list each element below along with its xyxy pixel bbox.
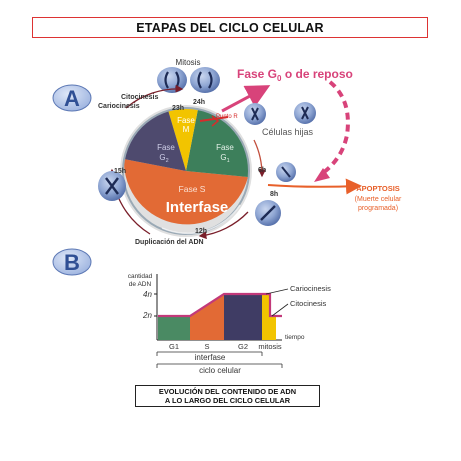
badge-a-letter: A bbox=[64, 86, 80, 111]
badge-b: B bbox=[52, 248, 92, 276]
phase-g1-label-2: G1 bbox=[220, 153, 229, 164]
caption-line-1: EVOLUCIÓN DEL CONTENIDO DE ADN bbox=[158, 387, 297, 396]
y-axis-label-2: de ADN bbox=[129, 281, 152, 288]
s-phase-cell bbox=[255, 200, 281, 226]
tick-4n: 4n bbox=[143, 290, 152, 299]
cariocinesis-label-b: Cariocinesis bbox=[290, 284, 331, 293]
tick-2n: 2n bbox=[142, 311, 152, 320]
apoptosis-arrow bbox=[267, 178, 362, 195]
phase-g2-sector bbox=[124, 110, 186, 171]
celulas-hijas-label: Células hijas bbox=[262, 127, 314, 137]
segment-mitosis bbox=[262, 294, 270, 340]
h23-label: 23h bbox=[172, 105, 184, 112]
caption-line-2: A LO LARGO DEL CICLO CELULAR bbox=[164, 396, 291, 405]
x-label-mitosis: mitosis bbox=[258, 342, 282, 351]
badge-a: A bbox=[52, 84, 92, 112]
phase-g2-label-2: G2 bbox=[159, 153, 168, 164]
h12-label: 12h bbox=[195, 228, 207, 235]
title-box: ETAPAS DEL CICLO CELULAR bbox=[32, 17, 428, 38]
apoptosis-label-1: APOPTOSIS bbox=[356, 184, 400, 193]
phase-s-sector bbox=[123, 159, 248, 225]
cell-cycle-wheel bbox=[120, 105, 252, 237]
cariocinesis-label-a: Cariocinesis bbox=[98, 103, 140, 110]
g2-cell bbox=[98, 171, 126, 201]
x-label-g1: G1 bbox=[169, 342, 179, 351]
interfase-label: Interfase bbox=[166, 199, 229, 216]
to-g0-arrow bbox=[221, 85, 271, 113]
segment-s bbox=[190, 294, 224, 340]
h8-label: 8h bbox=[270, 191, 278, 198]
y-axis-label-1: cantidad bbox=[128, 273, 153, 280]
punto-r-label: Punto R bbox=[216, 114, 238, 120]
g0-return-arrow bbox=[318, 80, 350, 177]
phase-m-sector bbox=[168, 107, 198, 171]
interfase-label-b: interfase bbox=[195, 353, 226, 362]
segment-g1 bbox=[158, 316, 190, 340]
ciclo-label: ciclo celular bbox=[199, 366, 241, 375]
phase-s-label: Fase S bbox=[179, 184, 206, 194]
phase-m-label-2: M bbox=[183, 125, 190, 134]
badge-b-letter: B bbox=[64, 250, 80, 275]
h15-label: 15h bbox=[114, 168, 126, 175]
page-title: ETAPAS DEL CICLO CELULAR bbox=[136, 20, 324, 35]
segment-g2 bbox=[224, 294, 262, 340]
phase-g2-label-1: Fase bbox=[157, 143, 175, 152]
g1-cell bbox=[276, 162, 296, 182]
citocinesis-label-b: Citocinesis bbox=[290, 299, 327, 308]
daughter-cells bbox=[244, 102, 316, 125]
fase-g0-label: Fase G0 o de reposo bbox=[237, 67, 353, 83]
caption-box: EVOLUCIÓN DEL CONTENIDO DE ADN A LO LARG… bbox=[135, 385, 320, 407]
h24-label: 24h bbox=[193, 99, 205, 106]
x-label-g2: G2 bbox=[238, 342, 248, 351]
punto-r-line bbox=[199, 116, 229, 122]
h6-label: 6h bbox=[258, 167, 266, 174]
phase-g1-label-1: Fase bbox=[216, 143, 234, 152]
tiempo-label: tiempo bbox=[285, 334, 305, 341]
phase-g1-sector bbox=[186, 109, 249, 177]
phase-m-label-1: Fase bbox=[177, 116, 195, 125]
x-label-s: S bbox=[204, 342, 209, 351]
apoptosis-label-3: programada) bbox=[358, 205, 398, 212]
duplicacion-label: Duplicación del ADN bbox=[135, 239, 204, 246]
segment-citocinesis bbox=[270, 316, 276, 340]
citocinesis-label: Citocinesis bbox=[121, 94, 158, 101]
apoptosis-label-2: (Muerte celular bbox=[355, 196, 402, 203]
mitosis-label: Mitosis bbox=[176, 58, 201, 67]
